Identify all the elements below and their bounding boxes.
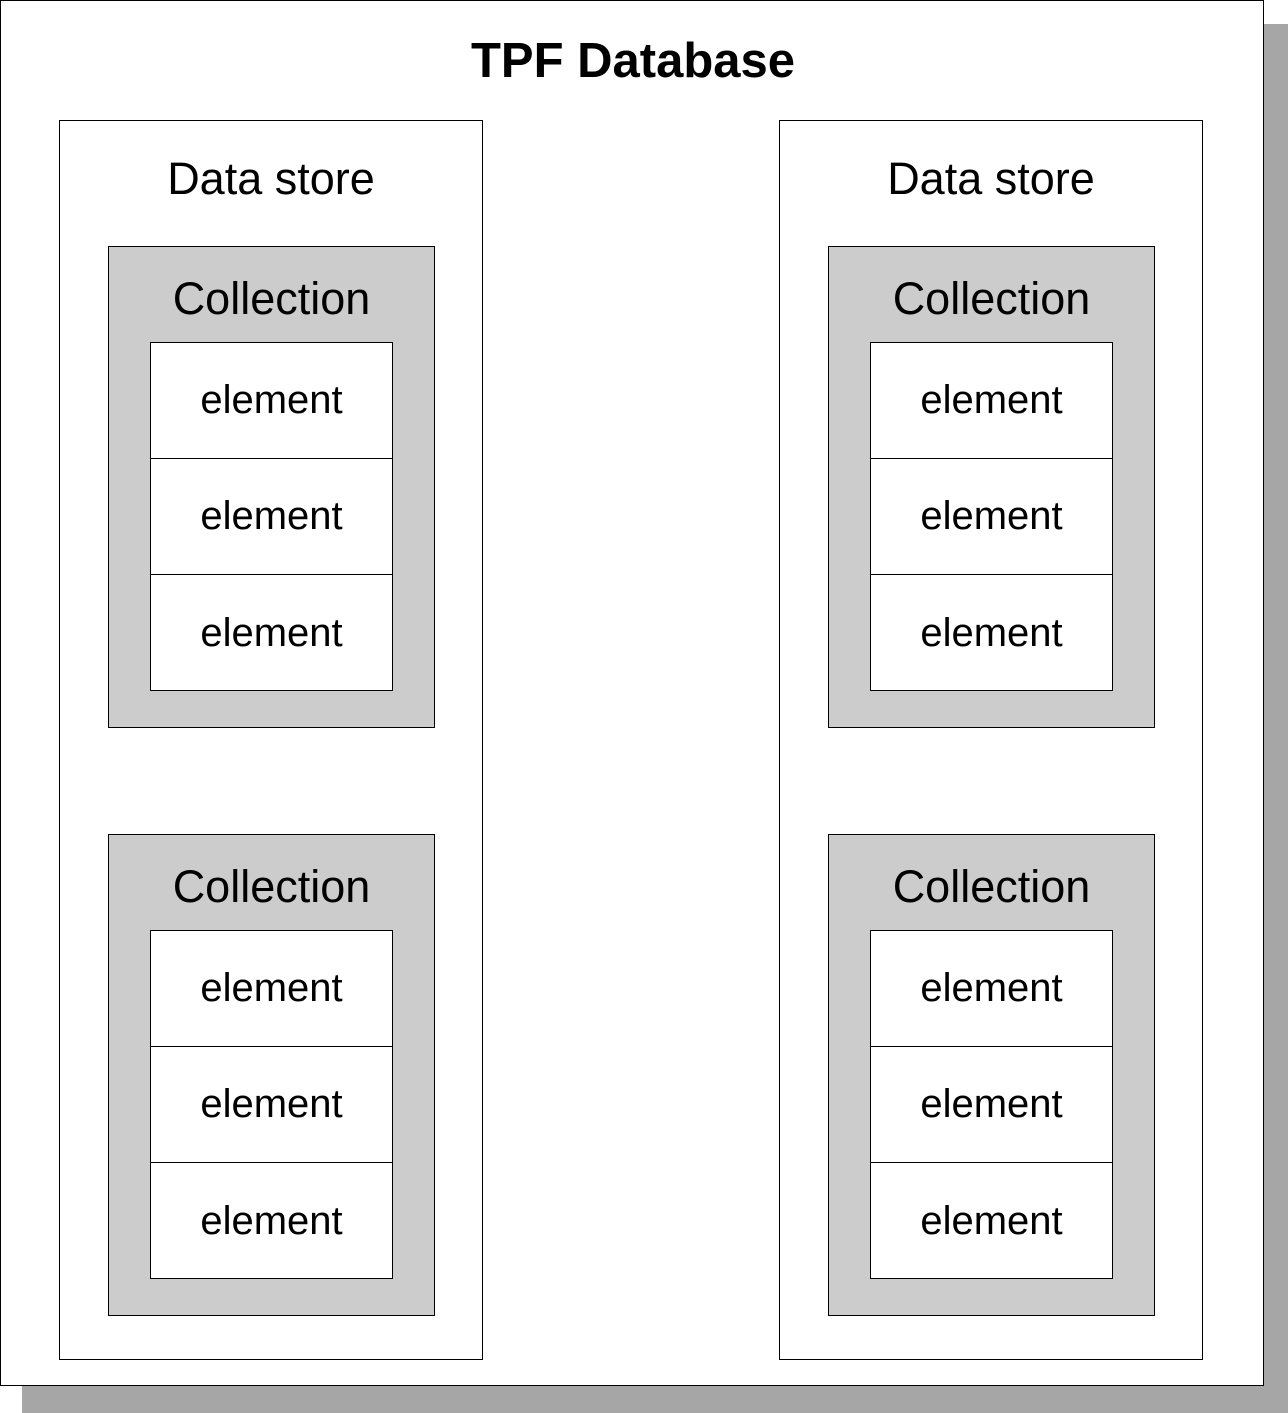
element-list: element element element [150, 930, 393, 1279]
collection-label: Collection [892, 273, 1091, 324]
element-list: element element element [870, 342, 1113, 691]
collection-box: Collection element element element [828, 834, 1155, 1316]
element-cell: element [151, 1047, 392, 1163]
element-cell: element [151, 459, 392, 575]
collection-label: Collection [892, 861, 1091, 912]
element-cell: element [200, 1198, 343, 1243]
element-cell: element [871, 459, 1112, 575]
element-cell: element [871, 343, 1112, 459]
collection-box: Collection element element element [828, 246, 1155, 728]
element-cell: element [920, 1198, 1063, 1243]
database-title: TPF Database [470, 34, 796, 88]
element-cell: element [200, 610, 343, 655]
tpf-database-box: TPF Database Data store Collection eleme… [0, 0, 1264, 1386]
data-store-right: Data store Collection element element el… [779, 120, 1203, 1360]
element-cell: element [151, 343, 392, 459]
data-store-label: Data store [167, 153, 375, 204]
element-cell: element [871, 1047, 1112, 1163]
collection-box: Collection element element element [108, 834, 435, 1316]
data-store-left: Data store Collection element element el… [59, 120, 483, 1360]
collection-label: Collection [172, 273, 371, 324]
element-cell: element [871, 931, 1112, 1047]
element-cell: element [920, 610, 1063, 655]
element-list: element element element [870, 930, 1113, 1279]
element-cell: element [151, 931, 392, 1047]
data-store-label: Data store [887, 153, 1095, 204]
collection-label: Collection [172, 861, 371, 912]
element-list: element element element [150, 342, 393, 691]
collection-box: Collection element element element [108, 246, 435, 728]
